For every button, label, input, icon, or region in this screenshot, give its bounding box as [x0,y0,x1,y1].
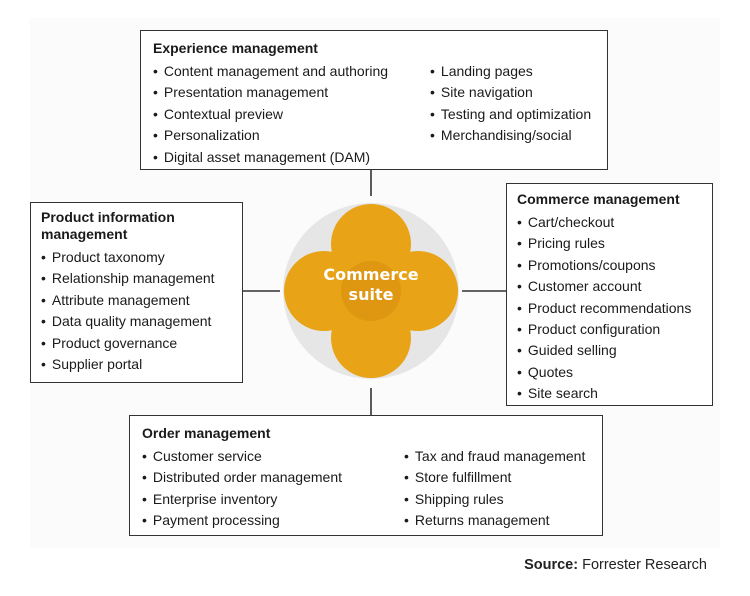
list-item: Site search [517,383,702,404]
list-item: Guided selling [517,340,702,361]
list-item: Data quality management [41,311,232,332]
hub-petal-left [284,251,364,331]
list-item: Customer service [142,446,404,467]
list-item: Customer account [517,276,702,297]
list-item: Landing pages [430,61,591,82]
list-item: Cart/checkout [517,212,702,233]
experience-list-col1: Content management and authoring Present… [153,61,430,168]
list-item: Attribute management [41,290,232,311]
list-item: Content management and authoring [153,61,430,82]
list-item: Site navigation [430,82,591,103]
list-item: Quotes [517,362,702,383]
list-item: Payment processing [142,510,404,531]
order-list-col2: Tax and fraud management Store fulfillme… [404,446,585,532]
list-item: Presentation management [153,82,430,103]
list-item: Tax and fraud management [404,446,585,467]
commerce-management-box: Commerce management Cart/checkout Pricin… [506,183,713,406]
list-item: Distributed order management [142,467,404,488]
list-item: Contextual preview [153,104,430,125]
pim-list: Product taxonomy Relationship management… [41,247,232,375]
list-item: Store fulfillment [404,467,585,488]
list-item: Shipping rules [404,489,585,510]
list-item: Supplier portal [41,354,232,375]
list-item: Merchandising/social [430,125,591,146]
list-item: Personalization [153,125,430,146]
hub-label: Commerce suite [300,265,442,305]
list-item: Digital asset management (DAM) [153,147,430,168]
experience-management-box: Experience management Content management… [140,30,608,170]
commerce-management-title: Commerce management [517,191,680,207]
product-information-management-box: Product information management Product t… [30,202,243,383]
list-item: Promotions/coupons [517,255,702,276]
order-list-col1: Customer service Distributed order manag… [142,446,404,532]
source-text: Forrester Research [582,557,707,573]
commerce-list: Cart/checkout Pricing rules Promotions/c… [517,212,702,405]
list-item: Relationship management [41,268,232,289]
list-item: Enterprise inventory [142,489,404,510]
hub-label-line1: Commerce [323,265,419,284]
experience-management-title: Experience management [153,40,318,56]
hub-label-line2: suite [348,285,394,304]
list-item: Product recommendations [517,298,702,319]
list-item: Pricing rules [517,233,702,254]
product-information-management-title: Product information management [41,209,175,242]
hub-center [341,261,401,321]
list-item: Product taxonomy [41,247,232,268]
list-item: Product configuration [517,319,702,340]
source-credit: Source: Forrester Research [524,557,707,573]
list-item: Product governance [41,333,232,354]
order-management-title: Order management [142,425,271,441]
list-item: Returns management [404,510,585,531]
order-management-box: Order management Customer service Distri… [129,415,603,536]
source-label: Source: [524,557,579,573]
hub-petal-right [378,251,458,331]
list-item: Testing and optimization [430,104,591,125]
experience-list-col2: Landing pages Site navigation Testing an… [430,61,591,168]
